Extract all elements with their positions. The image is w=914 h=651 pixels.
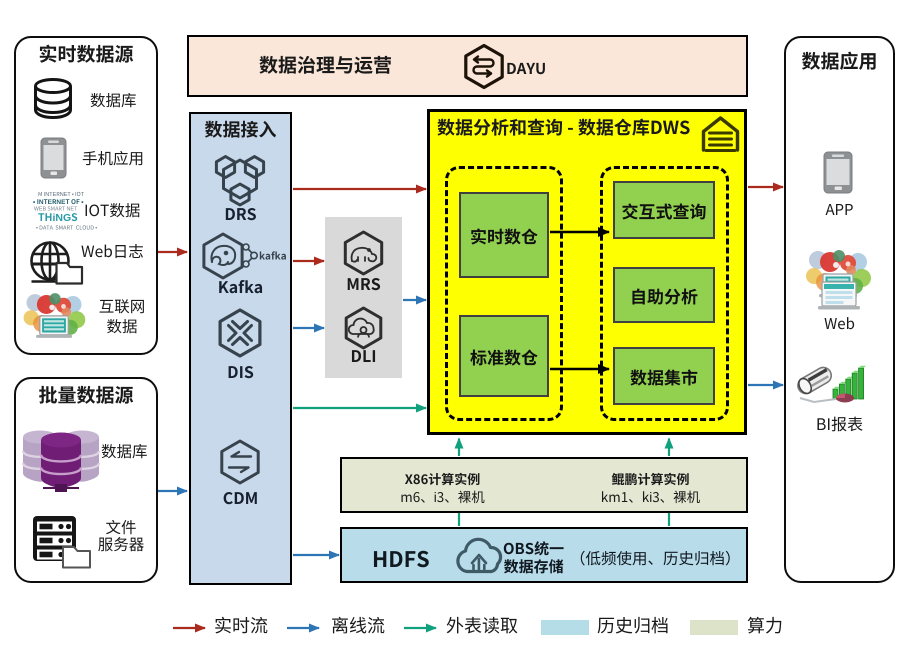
svg-text:kafka: kafka — [259, 248, 287, 263]
svg-text:M INTERNET • IOT: M INTERNET • IOT — [38, 190, 85, 198]
svg-text:WEB SMART NET: WEB SMART NET — [34, 205, 78, 213]
svg-text:• INTERNET OF •: • INTERNET OF • — [33, 196, 84, 206]
svg-text:THiNGS: THiNGS — [38, 210, 78, 225]
svg-text:• DATA SMART CLOUD •: • DATA SMART CLOUD • — [36, 224, 97, 232]
